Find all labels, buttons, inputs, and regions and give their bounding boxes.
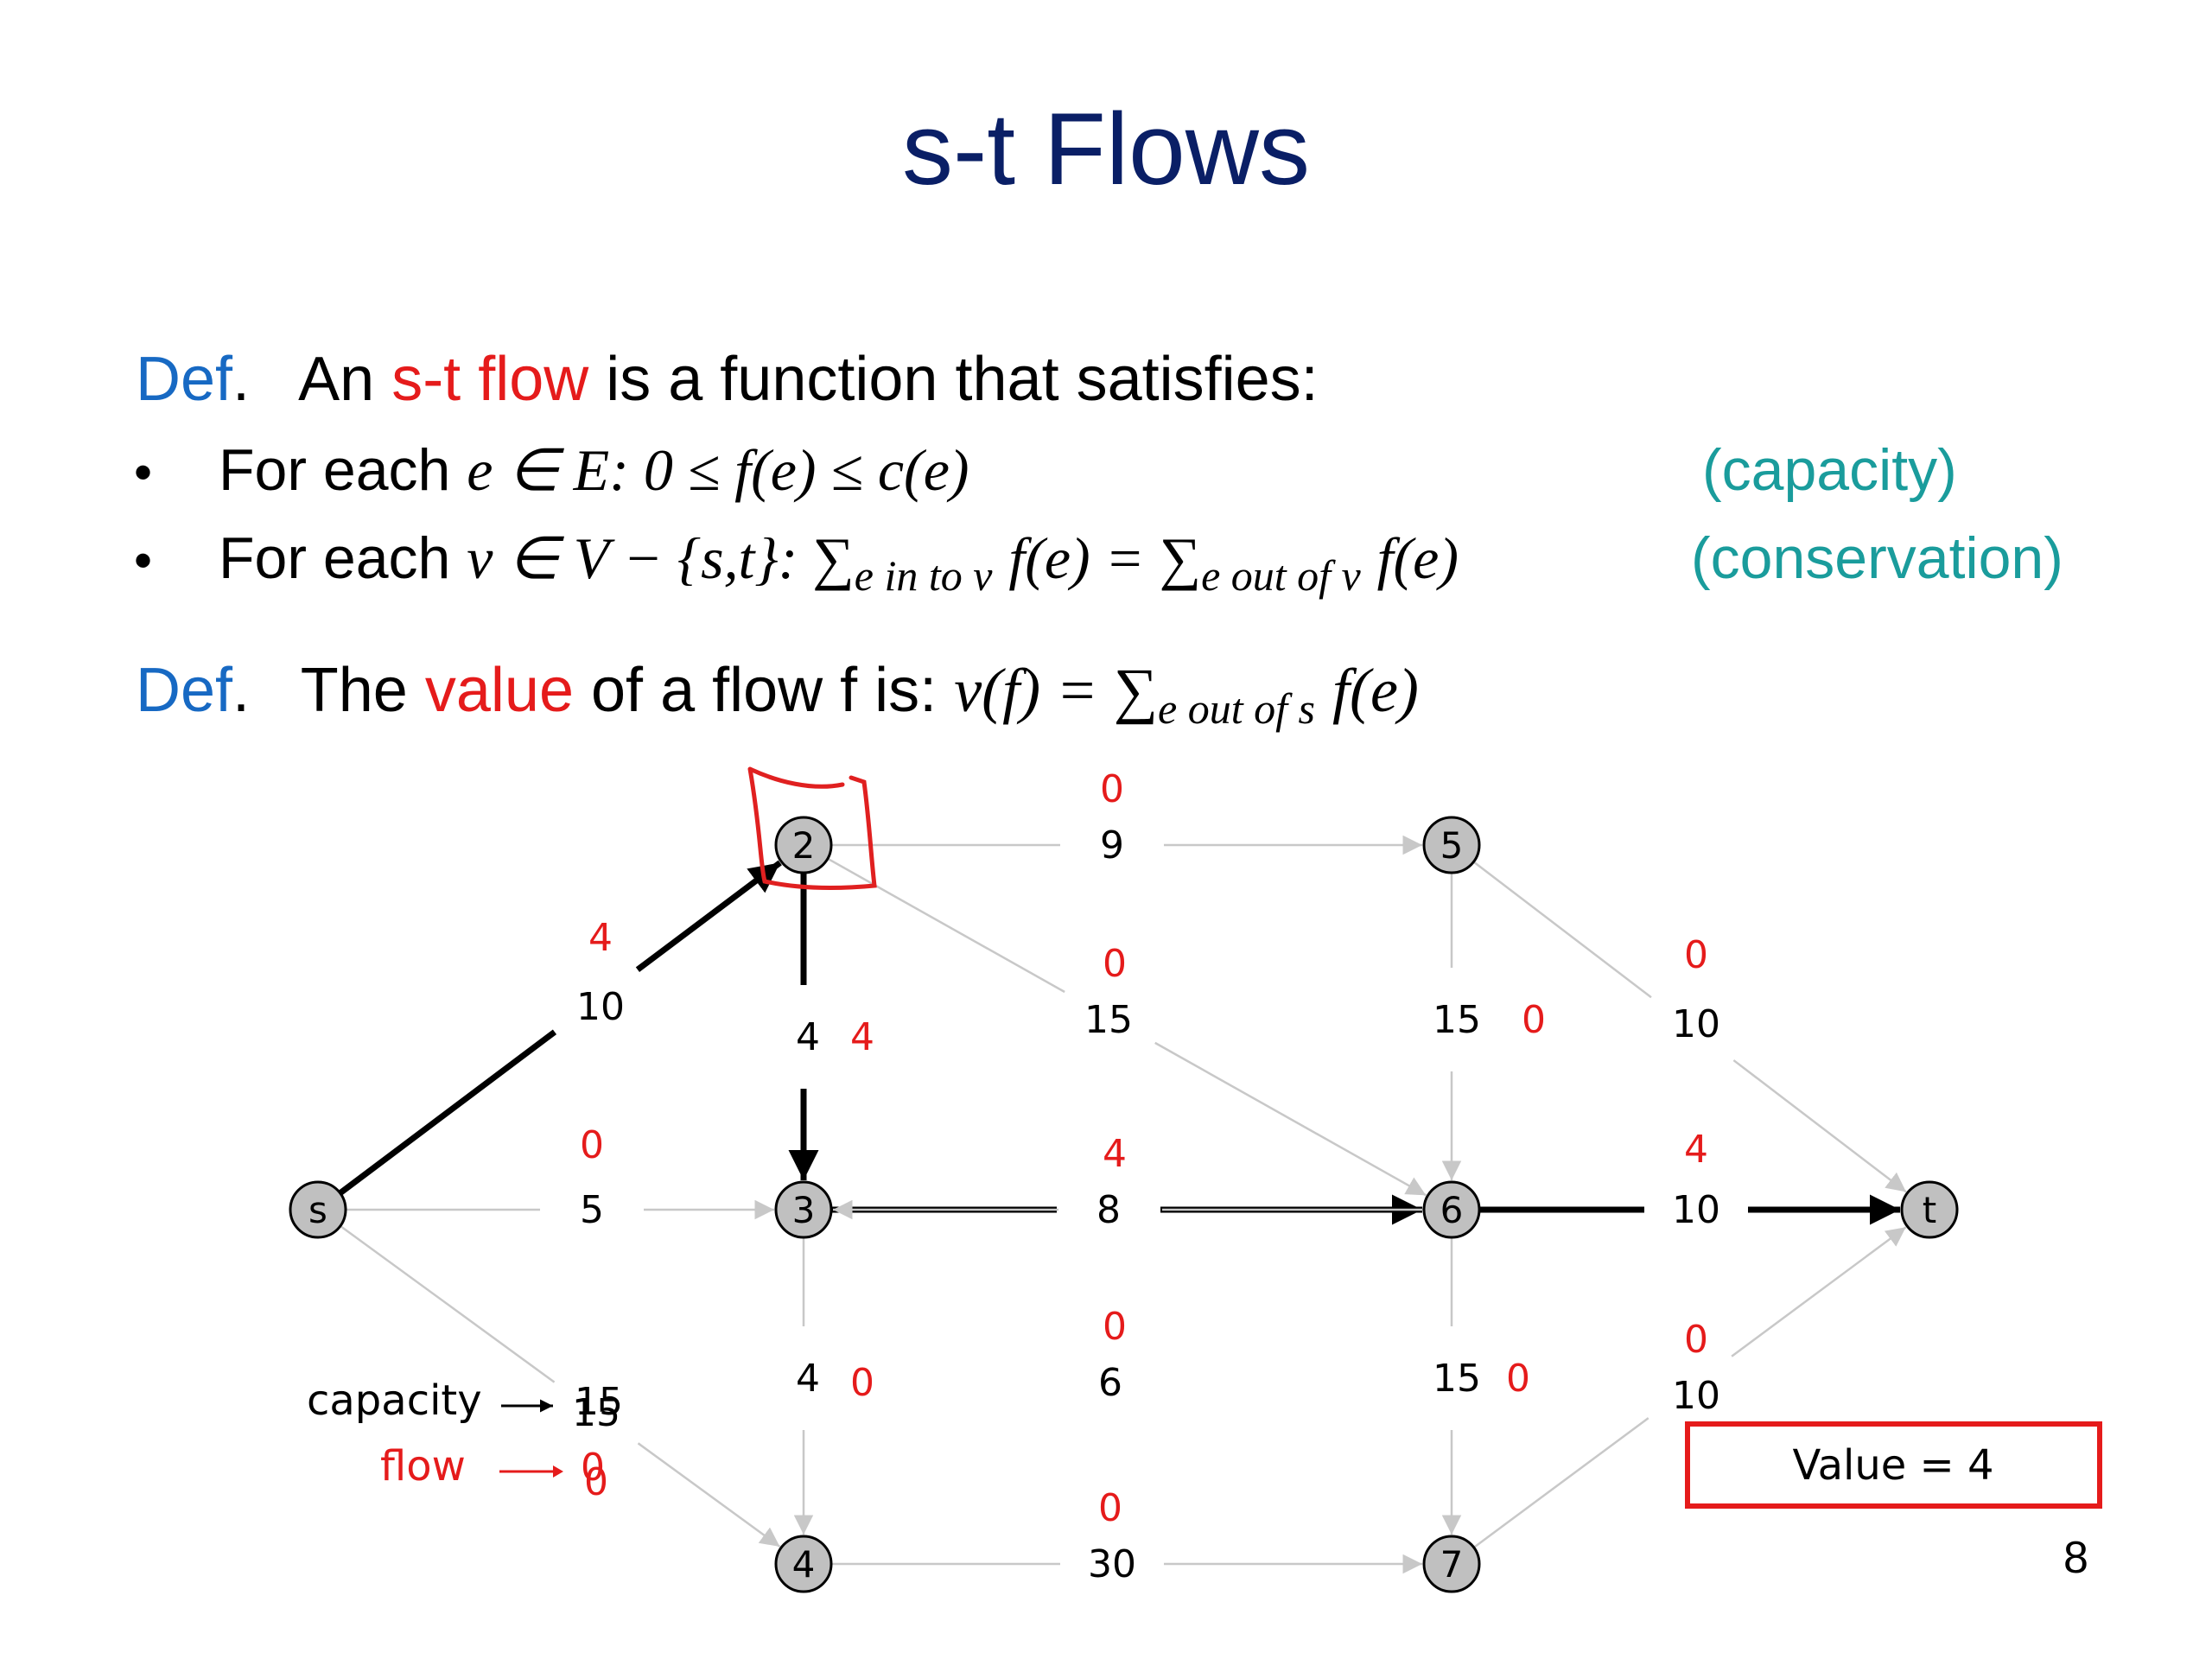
value-formula-b: f(e) — [1332, 656, 1419, 725]
node-label-7: 7 — [1440, 1543, 1464, 1586]
capacity-label-4-7: 30 — [1088, 1542, 1136, 1586]
edge-7-t-end — [1731, 1226, 1907, 1357]
node-s — [289, 1180, 347, 1239]
capacity-label-6-3: 6 — [1098, 1361, 1122, 1405]
legend-capacity-label: capacity — [307, 1376, 482, 1425]
capacity-label-3-4: 4 — [796, 1357, 820, 1401]
capacity-tag: (capacity) — [1702, 437, 1957, 503]
bullet-marker-1: • — [134, 443, 153, 501]
capacity-label-s-3: 5 — [580, 1188, 604, 1232]
slide-title: s-t Flows — [902, 92, 1310, 207]
flow-label-4-7: 0 — [1098, 1486, 1122, 1530]
value-sub: e out of s — [1158, 684, 1315, 733]
node-label-t: t — [1923, 1189, 1936, 1231]
edge-5-t-start — [1472, 861, 1652, 999]
capacity-formula: e ∈ E: 0 ≤ f(e) ≤ c(e) — [467, 437, 969, 503]
capacity-label-7-t: 10 — [1672, 1374, 1720, 1418]
conservation-formula-a: v ∈ V − {s,t}: ∑ — [467, 525, 855, 591]
bullet-prefix: For each — [219, 437, 451, 503]
definition-flow: Def. An s-t flow is a function that sati… — [136, 344, 1319, 415]
node-6 — [1422, 1180, 1481, 1239]
node-3 — [774, 1180, 833, 1239]
node-label-s: s — [308, 1189, 327, 1231]
bullet-capacity: For each e ∈ E: 0 ≤ f(e) ≤ c(e) — [219, 436, 969, 505]
flow-label-5-t: 0 — [1684, 933, 1708, 977]
capacity-label-3-6: 8 — [1096, 1188, 1121, 1232]
legend-flow-label: flow — [380, 1442, 466, 1491]
flow-label-6-t: 4 — [1684, 1128, 1708, 1172]
def-highlight: s-t flow — [391, 345, 589, 414]
flow-label-7-t: 0 — [1684, 1318, 1708, 1362]
conservation-formula-b: f(e) = ∑ — [1008, 525, 1202, 591]
node-4 — [774, 1535, 833, 1593]
edge-2-6-start — [827, 857, 1065, 994]
flow-label-6-7: 0 — [1506, 1357, 1530, 1401]
def-highlight: value — [424, 656, 574, 725]
capacity-label-5-t: 10 — [1672, 1002, 1720, 1046]
flow-label-3-6: 4 — [1103, 1132, 1127, 1176]
edge-7-t-start — [1472, 1417, 1649, 1548]
value-box-text: Value = 4 — [1792, 1441, 1993, 1490]
capacity-label-6-7: 15 — [1433, 1357, 1481, 1401]
value-formula-a: v(f) = ∑ — [954, 656, 1159, 725]
edge-s-2-start — [338, 1029, 557, 1196]
definition-value: Def. The value of a flow f is: v(f) = ∑e… — [136, 655, 1419, 734]
legend-capacity-value: 15 — [575, 1380, 623, 1424]
bullet-conservation: For each v ∈ V − {s,t}: ∑e in to v f(e) … — [219, 524, 1459, 601]
node-label-6: 6 — [1440, 1189, 1464, 1231]
edge-s-4-start — [340, 1224, 556, 1383]
def-label: Def — [136, 345, 233, 414]
conservation-tag: (conservation) — [1691, 525, 2063, 591]
node-2 — [774, 816, 833, 874]
capacity-label-2-3: 4 — [796, 1015, 820, 1059]
edge-s-4-end — [637, 1442, 781, 1548]
flow-label-6-3: 0 — [1103, 1305, 1127, 1349]
edge-2-6-end — [1154, 1041, 1427, 1197]
value-box — [1685, 1421, 2102, 1509]
def-dot: . — [232, 656, 251, 725]
node-label-3: 3 — [792, 1189, 816, 1231]
flow-label-5-6: 0 — [1522, 998, 1546, 1042]
node-t — [1900, 1180, 1959, 1239]
bullet-marker-2: • — [134, 531, 153, 589]
node-label-2: 2 — [792, 824, 816, 867]
capacity-label-5-6: 15 — [1433, 998, 1481, 1042]
conservation-formula-c: f(e) — [1376, 525, 1459, 591]
flow-label-2-5: 0 — [1100, 767, 1124, 811]
def-text-a: An — [298, 345, 375, 414]
legend-flow-arrowhead — [553, 1465, 563, 1478]
hand-drawn-highlight — [747, 766, 877, 890]
def-dot: . — [232, 345, 251, 414]
flow-label-2-6: 0 — [1103, 942, 1127, 986]
def-label: Def — [136, 656, 233, 725]
node-label-5: 5 — [1440, 824, 1464, 867]
capacity-label-2-5: 9 — [1100, 823, 1124, 868]
edge-s-2-end — [635, 860, 782, 973]
capacity-label-s-4: 15 — [572, 1391, 620, 1435]
edge-5-t-end — [1732, 1059, 1907, 1193]
node-5 — [1422, 816, 1481, 874]
flow-label-s-2: 4 — [588, 916, 613, 960]
capacity-label-6-t: 10 — [1672, 1188, 1720, 1232]
page-number: 8 — [2063, 1533, 2088, 1583]
flow-label-2-3: 4 — [850, 1015, 874, 1059]
node-label-4: 4 — [792, 1543, 816, 1586]
capacity-label-2-6: 15 — [1084, 998, 1133, 1042]
node-7 — [1422, 1535, 1481, 1593]
flow-label-s-4: 0 — [584, 1460, 608, 1504]
flow-label-s-3: 0 — [580, 1123, 604, 1167]
capacity-label-s-2: 10 — [576, 985, 625, 1029]
bullet-prefix: For each — [219, 525, 451, 591]
def-text-b: is a function that satisfies: — [606, 345, 1319, 414]
legend-flow-value: 0 — [581, 1446, 605, 1490]
flow-label-3-4: 0 — [850, 1361, 874, 1405]
conservation-sub-a: e in to v — [854, 551, 993, 600]
def-text-b: of a flow f is: — [591, 656, 938, 725]
conservation-sub-b: e out of v — [1201, 551, 1361, 600]
def-text-a: The — [300, 656, 408, 725]
